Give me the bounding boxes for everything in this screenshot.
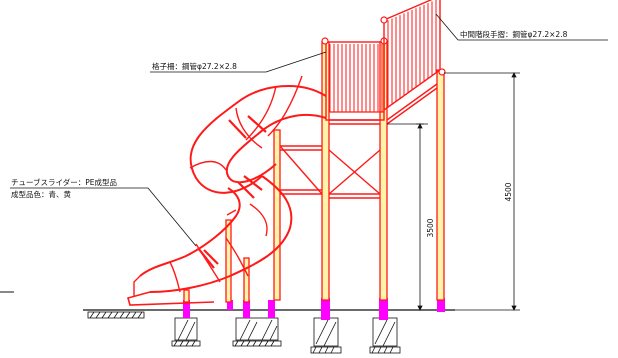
dimension-4500-label: 4500 [504, 182, 513, 201]
post-collars [183, 298, 445, 320]
handrail-label: 中間階段手摺：鋼管φ27.2×2.8 [460, 29, 568, 39]
slider-label-line1: チューブスライダー：PE成型品 [11, 177, 117, 187]
stair-handrail [380, 0, 446, 112]
support-posts [183, 41, 445, 303]
slider-label-line2: 成型品色：青、黄 [11, 189, 71, 199]
lattice-fence [321, 37, 388, 121]
tube-slider [127, 75, 327, 306]
dimension-4500 [444, 72, 520, 311]
footing-4 [369, 317, 401, 354]
bracing [226, 83, 438, 216]
lattice-label: 格子柵：鋼管φ27.2×2.8 [152, 61, 237, 71]
dimension-3500-label: 3500 [426, 218, 435, 237]
dimension-3500 [387, 123, 428, 311]
footing-3 [310, 317, 342, 354]
leader-lines [10, 13, 608, 247]
footing-1 [171, 317, 201, 347]
footing-2 [232, 317, 282, 347]
foundation-footings [87, 311, 401, 354]
slide-end-footing [87, 311, 145, 319]
